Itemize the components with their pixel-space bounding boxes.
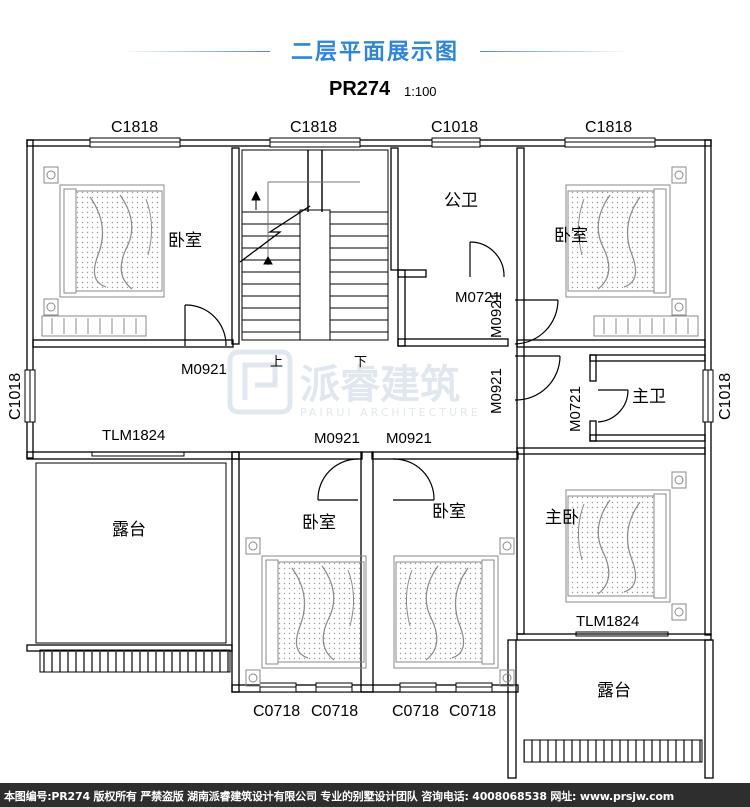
floor-plan: 派睿建筑 PAIRUI ARCHITECTURE — [7, 119, 734, 779]
window-label-bottom-4: C0718 — [449, 703, 496, 720]
title-rule-left — [120, 51, 270, 52]
room-terrace-w: 露台 — [112, 520, 146, 540]
watermark-sub: PAIRUI ARCHITECTURE — [300, 406, 481, 419]
terrace-railing — [39, 649, 703, 763]
door-label-bedroom-s1: M0921 — [314, 430, 360, 447]
window-label-top-2: C1818 — [290, 119, 337, 136]
doors — [184, 241, 629, 501]
stair-down-label: 下 — [354, 355, 367, 370]
window-label-left: C1018 — [7, 373, 24, 420]
window-label-right: C1018 — [717, 373, 734, 420]
door-label-sliding-se: TLM1824 — [576, 613, 639, 630]
room-bedroom-ne: 卧室 — [554, 226, 588, 246]
wardrobes — [41, 315, 699, 337]
plan-scale: 1:100 — [404, 84, 437, 99]
plan-code: PR274 — [329, 78, 391, 100]
bed-s1 — [245, 537, 367, 687]
terrace-w-outline — [35, 462, 227, 644]
window-label-bottom-1: C0718 — [253, 703, 300, 720]
door-label-master-bedroom: M0921 — [488, 368, 505, 414]
window-label-bottom-3: C0718 — [392, 703, 439, 720]
door-label-public-bath: M0721 — [455, 289, 501, 306]
room-public-bath: 公卫 — [444, 191, 478, 211]
window-label-bottom-2: C0718 — [311, 703, 358, 720]
room-bedroom-s1: 卧室 — [302, 513, 336, 533]
bed-nw — [43, 166, 165, 316]
door-label-bedroom-s2: M0921 — [386, 430, 432, 447]
sliding-doors — [91, 451, 669, 637]
window-label-top-1: C1818 — [111, 119, 158, 136]
window-marks — [24, 137, 714, 693]
room-master-bedroom: 主卧 — [545, 508, 579, 528]
room-master-bath: 主卫 — [632, 387, 666, 407]
bed-s2 — [393, 537, 515, 687]
door-label-bedroom-nw: M0921 — [181, 361, 227, 378]
door-label-sliding-w: TLM1824 — [102, 427, 165, 444]
page-title: 二层平面展示图 — [290, 40, 459, 65]
footer-bar — [0, 783, 750, 807]
staircase — [239, 149, 389, 341]
window-label-top-4: C1818 — [585, 119, 632, 136]
footer-text: 本图编号:PR274 版权所有 严禁盗版 湖南派睿建筑设计有限公司 专业的别墅设… — [4, 790, 675, 803]
room-terrace-se: 露台 — [597, 681, 631, 701]
watermark-name: 派睿建筑 — [300, 362, 460, 408]
room-bedroom-nw: 卧室 — [168, 231, 202, 251]
window-label-top-3: C1018 — [431, 119, 478, 136]
stair-up-label: 上 — [270, 355, 283, 370]
watermark: 派睿建筑 PAIRUI ARCHITECTURE — [227, 349, 481, 419]
door-label-bedroom-ne: M0921 — [488, 292, 505, 338]
room-bedroom-s2: 卧室 — [432, 502, 466, 522]
door-label-master-bath: M0721 — [567, 386, 584, 432]
bed-master — [565, 471, 687, 621]
title-rule-right — [480, 51, 630, 52]
